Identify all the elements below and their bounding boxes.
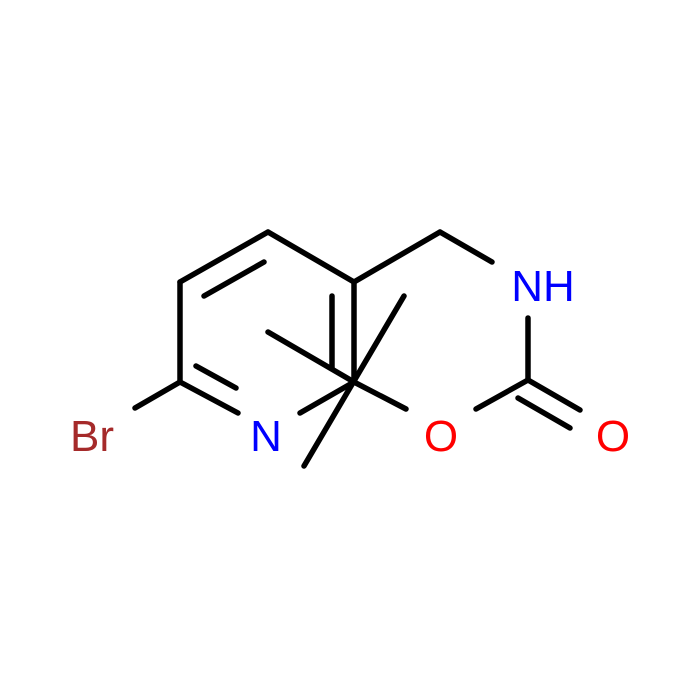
bond-c2-c3 — [177, 229, 271, 285]
bond-c-o-ring — [473, 377, 531, 412]
bond-c4-ch2 — [351, 229, 443, 285]
atom-label-pyridine-n: N — [250, 412, 282, 461]
atom-label-br: Br — [70, 412, 114, 461]
bond-methyl-1 — [265, 329, 357, 385]
bond-c-o-carbonyl-1 — [525, 377, 583, 413]
bond-c6-br — [132, 379, 183, 411]
atom-label-nh: NH — [511, 262, 575, 311]
bond-c-o-carbonyl-2 — [515, 395, 573, 431]
atom-label-ring-o: O — [424, 412, 458, 461]
bond-ch2-nh — [437, 229, 495, 265]
bond-c2-c3-inner — [201, 259, 267, 299]
bond-c3-c4 — [265, 229, 357, 285]
bond-c5-n — [297, 379, 357, 416]
bond-o-cq — [351, 379, 409, 412]
bond-n-c6-inner — [193, 363, 239, 391]
bond-methyl-2 — [301, 293, 407, 469]
atom-label-carbonyl-o: O — [596, 412, 630, 461]
bond-n-c6 — [177, 379, 241, 416]
